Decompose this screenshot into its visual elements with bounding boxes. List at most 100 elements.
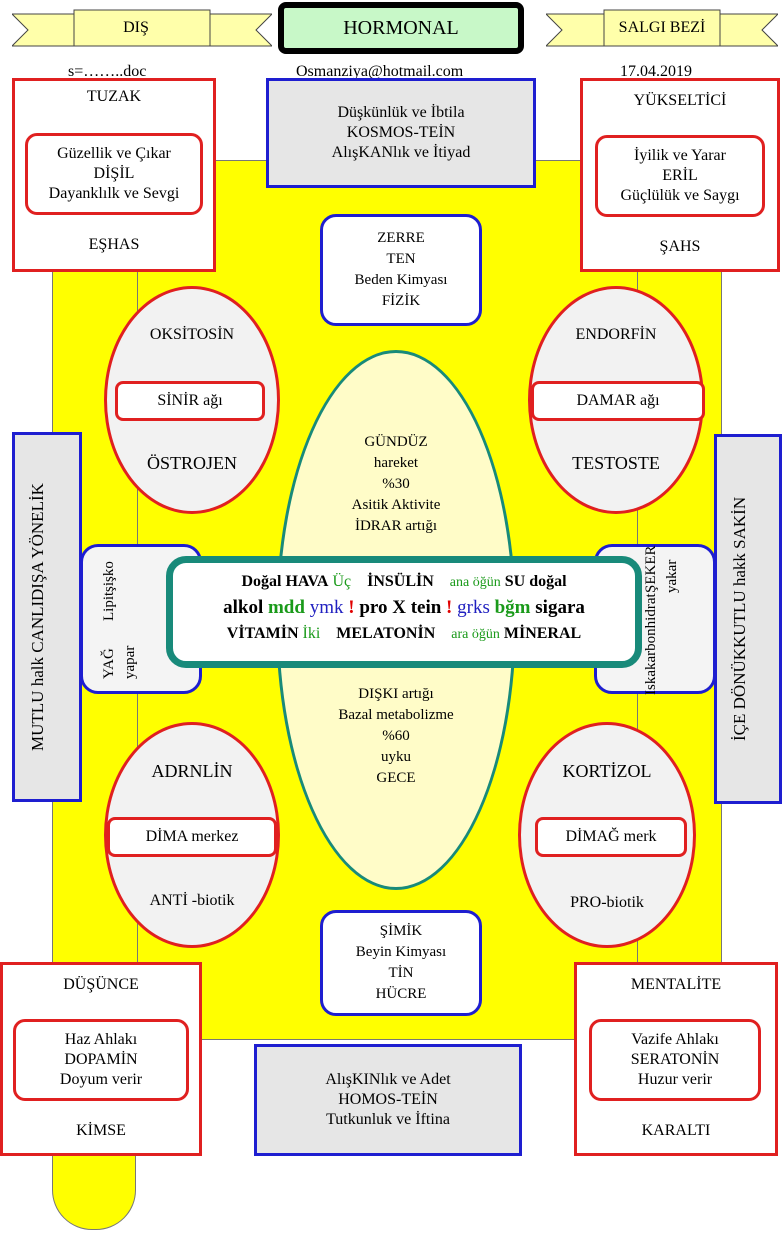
oval-endorfin-mid: DAMAR ağı xyxy=(531,381,705,421)
dusunce-title: DÜŞÜNCE xyxy=(63,976,139,993)
date-meta: 17.04.2019 xyxy=(620,63,692,80)
center-line-1: Doğal HAVA Üç İNSÜLİN ana öğün SU doğal xyxy=(173,571,635,594)
left-bubble-line: YAĞ yapar xyxy=(101,645,138,679)
center-term: pro X tein xyxy=(359,597,442,618)
oval-endorfin-top: ENDORFİN xyxy=(575,326,657,343)
yukseltici-title: YÜKSELTİCİ xyxy=(633,92,727,109)
oval-kortizol-top: KORTİZOL xyxy=(562,761,652,781)
tuzak-bottom: EŞHAS xyxy=(88,236,140,253)
zerre-line: ZERRE xyxy=(377,230,425,246)
ellipse-top-text: GÜNDÜZ hareket %30 Asitik Aktivite İDRAR… xyxy=(296,432,496,537)
right-bubble-text: Iska karbonhidrat ŞEKER yakar xyxy=(641,545,683,694)
oval-endorfin-bottom: TESTOSTE xyxy=(572,453,660,473)
yukseltici-inner-line: Güçlülük ve Saygı xyxy=(620,187,740,204)
oval-oksitosin-bottom: ÖSTROJEN xyxy=(146,453,237,473)
ellipse-top-line: %30 xyxy=(382,476,410,492)
center-term: ymk xyxy=(309,597,344,618)
tuzak-inner-line: Dayanklılk ve Sevgi xyxy=(48,185,180,202)
dusunce-inner: Haz Ahlakı DOPAMİN Doyum verir xyxy=(13,1019,189,1101)
center-term: ! xyxy=(348,597,355,618)
dusunce-inner-line: DOPAMİN xyxy=(64,1051,138,1068)
center-line-3: VİTAMİN İki MELATONİN ara öğün MİNERAL xyxy=(173,623,635,646)
kosmos-line: KOSMOS-TEİN xyxy=(346,124,456,141)
mentalite-title: MENTALİTE xyxy=(630,976,722,993)
center-term: ana öğün xyxy=(449,575,501,590)
left-ribbon-label: DIŞ xyxy=(123,19,149,36)
mentalite-inner-line: Vazife Ahlakı xyxy=(631,1031,719,1048)
kosmos-box: Düşkünlük ve İbtila KOSMOS-TEİN AlışKANl… xyxy=(266,78,536,188)
ellipse-top-line: GÜNDÜZ xyxy=(364,434,428,450)
oval-oksitosin-top: OKSİTOSİN xyxy=(149,326,235,343)
center-term: grks xyxy=(457,597,490,618)
yukseltici-box: YÜKSELTİCİ İyilik ve Yarar ERİL Güçlülük… xyxy=(580,78,780,272)
mentalite-inner: Vazife Ahlakı SERATONİN Huzur verir xyxy=(589,1019,761,1101)
oval-oksitosin-mid: SİNİR ağı xyxy=(115,381,265,421)
tuzak-inner-line: DİŞİL xyxy=(93,165,135,182)
oval-adrnlin: ADRNLİN DİMA merkez ANTİ -biotik xyxy=(104,722,280,948)
tuzak-box: TUZAK Güzellik ve Çıkar DİŞİL Dayanklılk… xyxy=(12,78,216,272)
dusunce-box: DÜŞÜNCE Haz Ahlakı DOPAMİN Doyum verir K… xyxy=(0,962,202,1156)
kosmos-line: Düşkünlük ve İbtila xyxy=(337,104,465,121)
homos-line: HOMOS-TEİN xyxy=(338,1091,438,1108)
right-side-line: KUTLU hakk SAKİN xyxy=(730,496,749,649)
oval-kortizol-bottom: PRO-biotik xyxy=(570,894,644,911)
doc-meta: s=……..doc xyxy=(68,63,147,80)
oval-adrnlin-top: ADRNLİN xyxy=(151,761,233,781)
center-term: mdd xyxy=(267,597,305,618)
dusunce-bottom: KİMSE xyxy=(76,1122,126,1139)
dusunce-inner-line: Haz Ahlakı xyxy=(64,1031,138,1048)
center-term: İki xyxy=(302,625,321,642)
yukseltici-inner-line: ERİL xyxy=(662,167,698,184)
ellipse-bottom-line: uyku xyxy=(381,749,411,765)
yukseltici-bottom: ŞAHS xyxy=(659,238,701,255)
dusunce-inner-line: Doyum verir xyxy=(59,1071,143,1088)
mentalite-inner-line: SERATONİN xyxy=(630,1051,720,1068)
right-side-line: İÇE DÖNÜK xyxy=(730,648,749,742)
simik-line: TİN xyxy=(388,965,414,981)
oval-oksitosin: OKSİTOSİN SİNİR ağı ÖSTROJEN xyxy=(104,286,280,514)
center-line-2: alkol mdd ymk ! pro X tein ! grks bğm si… xyxy=(173,595,635,621)
right-side-box: İÇE DÖNÜK KUTLU hakk SAKİN xyxy=(714,434,782,804)
right-ribbon-label: SALGI BEZİ xyxy=(618,19,706,36)
center-term: MELATONİN xyxy=(336,625,436,642)
center-term: VİTAMİN xyxy=(226,625,299,642)
simik-box: ŞİMİK Beyin Kimyası TİN HÜCRE xyxy=(320,910,482,1016)
center-term: MİNERAL xyxy=(503,625,582,642)
center-term: Doğal HAVA xyxy=(241,573,329,590)
center-term: SU doğal xyxy=(504,573,567,590)
left-side-line: DIŞA YÖNELİK xyxy=(28,482,47,601)
mentalite-box: MENTALİTE Vazife Ahlakı SERATONİN Huzur … xyxy=(574,962,778,1156)
left-side-text: MUTLU halk CANLI DIŞA YÖNELİK xyxy=(27,435,49,799)
left-ribbon xyxy=(12,9,272,47)
yukseltici-inner: İyilik ve Yarar ERİL Güçlülük ve Saygı xyxy=(595,135,765,217)
kosmos-line: AlışKANlık ve İtiyad xyxy=(331,144,471,161)
simik-line: ŞİMİK xyxy=(379,923,423,939)
oval-endorfin: ENDORFİN DAMAR ağı TESTOSTE xyxy=(528,286,705,514)
mentalite-bottom: KARALTI xyxy=(641,1122,711,1139)
tuzak-title: TUZAK xyxy=(86,88,142,105)
center-term: ! xyxy=(446,597,453,618)
right-ribbon xyxy=(546,9,778,47)
oval-adrnlin-mid: DİMA merkez xyxy=(107,817,277,857)
ellipse-bottom-line: GECE xyxy=(376,770,416,786)
ellipse-bottom-line: %60 xyxy=(382,728,410,744)
homos-line: Tutkunluk ve İftina xyxy=(326,1111,450,1128)
homos-box: AlışKINlık ve Adet HOMOS-TEİN Tutkunluk … xyxy=(254,1044,522,1156)
right-side-text: İÇE DÖNÜK KUTLU hakk SAKİN xyxy=(729,437,751,801)
center-box: Doğal HAVA Üç İNSÜLİN ana öğün SU doğal … xyxy=(166,556,642,668)
oval-adrnlin-bottom: ANTİ -biotik xyxy=(149,892,235,909)
ellipse-bottom-text: DIŞKI artığı Bazal metabolizme %60 uyku … xyxy=(296,684,496,789)
ellipse-top-line: İDRAR artığı xyxy=(354,518,438,534)
left-bubble-text: YAĞ yapar Lipit şişko xyxy=(99,561,141,679)
left-bubble-line: Lipit xyxy=(101,591,117,622)
zerre-line: Beden Kimyası xyxy=(354,272,448,288)
ellipse-top-line: Asitik Aktivite xyxy=(351,497,441,513)
simik-line: HÜCRE xyxy=(375,986,427,1002)
left-bubble-line: şişko xyxy=(101,561,117,592)
right-bubble-line: ŞEKER yakar xyxy=(643,545,680,593)
ellipse-bottom-line: DIŞKI artığı xyxy=(358,686,434,702)
email-meta: Osmanziya@hotmail.com xyxy=(296,63,464,80)
right-bubble-line: Iska xyxy=(643,669,659,695)
center-term: Üç xyxy=(332,573,352,590)
center-term: alkol xyxy=(223,597,264,618)
